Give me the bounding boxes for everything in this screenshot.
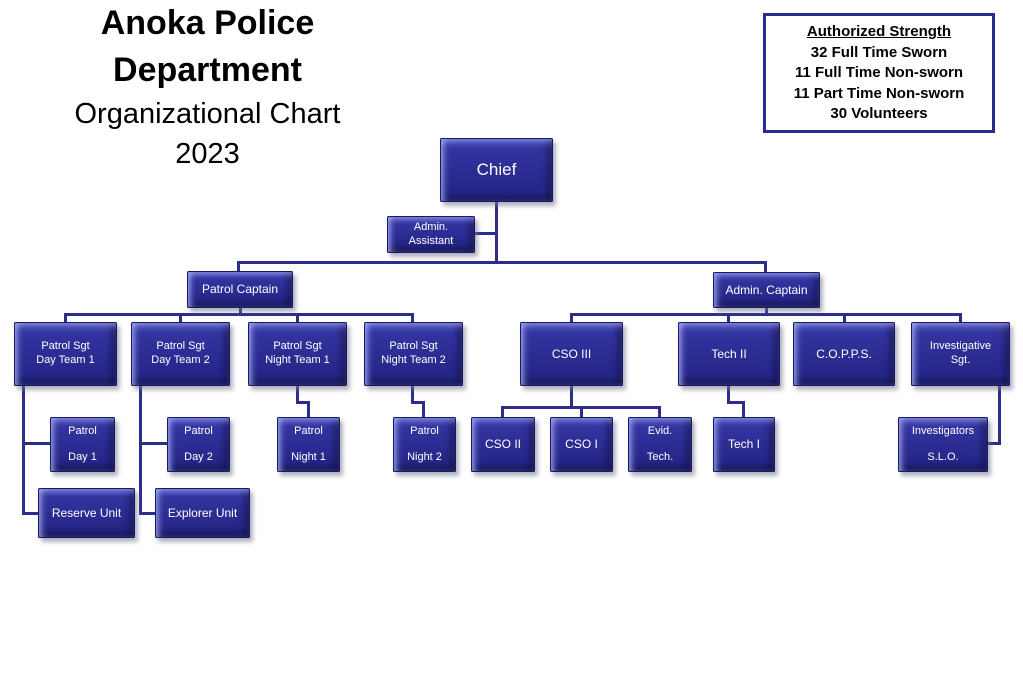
authorized-strength-line: 30 Volunteers	[830, 105, 928, 122]
admin-captain-label: Admin. Captain	[725, 282, 808, 297]
patrol-day1-label: Patrol Day 1	[68, 424, 97, 463]
connector-line	[998, 386, 1001, 445]
connector-line	[237, 261, 240, 271]
org-node-cso-ii: CSO II	[471, 417, 535, 472]
chief-label: Chief	[476, 160, 517, 180]
reserve-label: Reserve Unit	[51, 505, 122, 520]
authorized-strength-line: 11 Part Time Non-sworn	[793, 84, 965, 102]
org-node-patrol-sgt-night-team-2: Patrol Sgt Night Team 2	[364, 322, 463, 386]
org-node-patrol-sgt-day-team-2: Patrol Sgt Day Team 2	[131, 322, 230, 386]
connector-line	[139, 386, 142, 515]
org-node-copps: C.O.P.P.S.	[793, 322, 895, 386]
connector-line	[742, 401, 745, 417]
org-node-patrol-day-2: Patrol Day 2	[167, 417, 230, 472]
connector-line	[988, 442, 1001, 445]
authorized-strength-line: 32 Full Time Sworn	[810, 43, 948, 61]
connector-line	[570, 313, 962, 316]
connector-line	[22, 512, 40, 515]
connector-line	[727, 401, 745, 404]
connector-line	[570, 386, 573, 409]
connector-line	[580, 406, 583, 417]
connector-line	[843, 313, 846, 322]
patrol-night1-label: Patrol Night 1	[291, 424, 326, 463]
connector-line	[411, 386, 414, 404]
connector-line	[239, 308, 242, 315]
connector-line	[296, 401, 310, 404]
org-node-tech-i: Tech I	[713, 417, 775, 472]
org-node-patrol-night-2: Patrol Night 2	[393, 417, 456, 472]
sgt-night2-label: Patrol Sgt Night Team 2	[381, 340, 446, 366]
inv-sgt-label: Investigative Sgt.	[929, 340, 992, 366]
explorer-label: Explorer Unit	[167, 505, 238, 520]
connector-line	[296, 313, 299, 322]
authorized-strength-line: 11 Full Time Non-sworn	[794, 64, 964, 81]
cso1-label: CSO I	[565, 437, 598, 451]
org-node-admin-captain: Admin. Captain	[713, 272, 820, 308]
connector-line	[495, 202, 498, 263]
org-node-evid-tech: Evid. Tech.	[628, 417, 692, 472]
evid-tech-label: Evid. Tech.	[646, 424, 674, 463]
connector-line	[411, 401, 425, 404]
org-node-investigative-sgt: Investigative Sgt.	[911, 322, 1010, 386]
org-node-patrol-sgt-night-team-1: Patrol Sgt Night Team 1	[248, 322, 347, 386]
connector-line	[411, 313, 414, 322]
title-year: 2023	[175, 138, 240, 171]
org-node-patrol-sgt-day-team-1: Patrol Sgt Day Team 1	[14, 322, 117, 386]
connector-line	[501, 406, 504, 417]
patrol-night2-label: Patrol Night 2	[407, 424, 442, 463]
authorized-strength-panel: Authorized Strength 32 Full Time Sworn 1…	[763, 13, 995, 133]
investigators-label: Investigators S.L.O.	[911, 424, 975, 463]
cso2-label: CSO II	[484, 437, 521, 451]
connector-line	[474, 232, 496, 235]
org-node-chief: Chief	[440, 138, 553, 202]
org-node-tech-ii: Tech II	[678, 322, 780, 386]
connector-line	[296, 386, 299, 404]
connector-line	[764, 261, 767, 272]
connector-line	[727, 386, 730, 404]
connector-line	[422, 401, 425, 417]
patrol-day2-label: Patrol Day 2	[184, 424, 213, 463]
sgt-day1-label: Patrol Sgt Day Team 1	[36, 340, 95, 366]
sgt-day2-label: Patrol Sgt Day Team 2	[151, 340, 210, 366]
org-node-patrol-night-1: Patrol Night 1	[277, 417, 340, 472]
connector-line	[307, 401, 310, 417]
org-node-cso-i: CSO I	[550, 417, 613, 472]
connector-line	[237, 261, 767, 264]
connector-line	[22, 442, 50, 445]
connector-line	[727, 313, 730, 322]
tech1-label: Tech I	[727, 437, 760, 451]
connector-line	[658, 406, 661, 417]
org-node-patrol-day-1: Patrol Day 1	[50, 417, 115, 472]
title-subtitle: Organizational Chart	[74, 97, 341, 130]
org-node-admin-assistant: Admin. Assistant	[387, 216, 475, 253]
connector-line	[139, 512, 157, 515]
org-node-explorer-unit: Explorer Unit	[155, 488, 250, 538]
tech2-label: Tech II	[711, 346, 747, 361]
connector-line	[139, 442, 167, 445]
page-title: Anoka Police Department Organizational C…	[15, 0, 400, 175]
connector-line	[64, 313, 67, 322]
title-department: Anoka Police Department	[100, 4, 315, 89]
connector-line	[765, 308, 768, 315]
connector-line	[959, 313, 962, 322]
connector-line	[570, 313, 573, 322]
patrol-captain-label: Patrol Captain	[201, 282, 279, 296]
sgt-night1-label: Patrol Sgt Night Team 1	[265, 340, 330, 366]
org-node-investigators-slo: Investigators S.L.O.	[898, 417, 988, 472]
connector-line	[22, 386, 25, 515]
connector-line	[179, 313, 182, 322]
org-node-cso-iii: CSO III	[520, 322, 623, 386]
authorized-strength-heading: Authorized Strength	[806, 23, 952, 40]
cso3-label: CSO III	[551, 346, 592, 361]
org-node-reserve-unit: Reserve Unit	[38, 488, 135, 538]
copps-label: C.O.P.P.S.	[816, 346, 872, 361]
connector-line	[64, 313, 414, 316]
org-node-patrol-captain: Patrol Captain	[187, 271, 293, 308]
admin-assistant-label: Admin. Assistant	[408, 220, 454, 247]
